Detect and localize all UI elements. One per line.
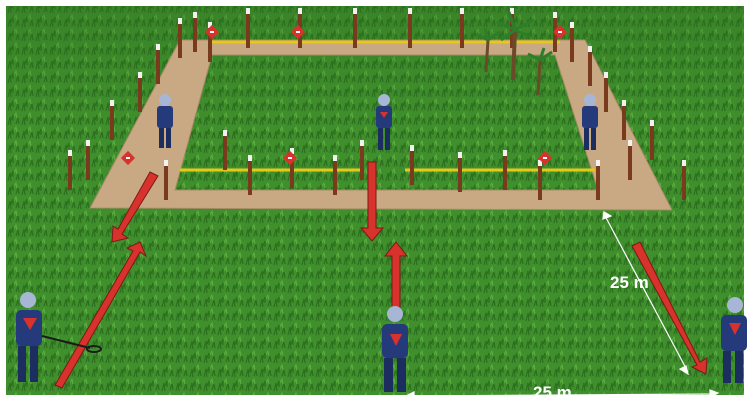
bottom-distance-label: 25 m: [533, 383, 572, 401]
side-distance-label: 25 m: [610, 273, 649, 292]
